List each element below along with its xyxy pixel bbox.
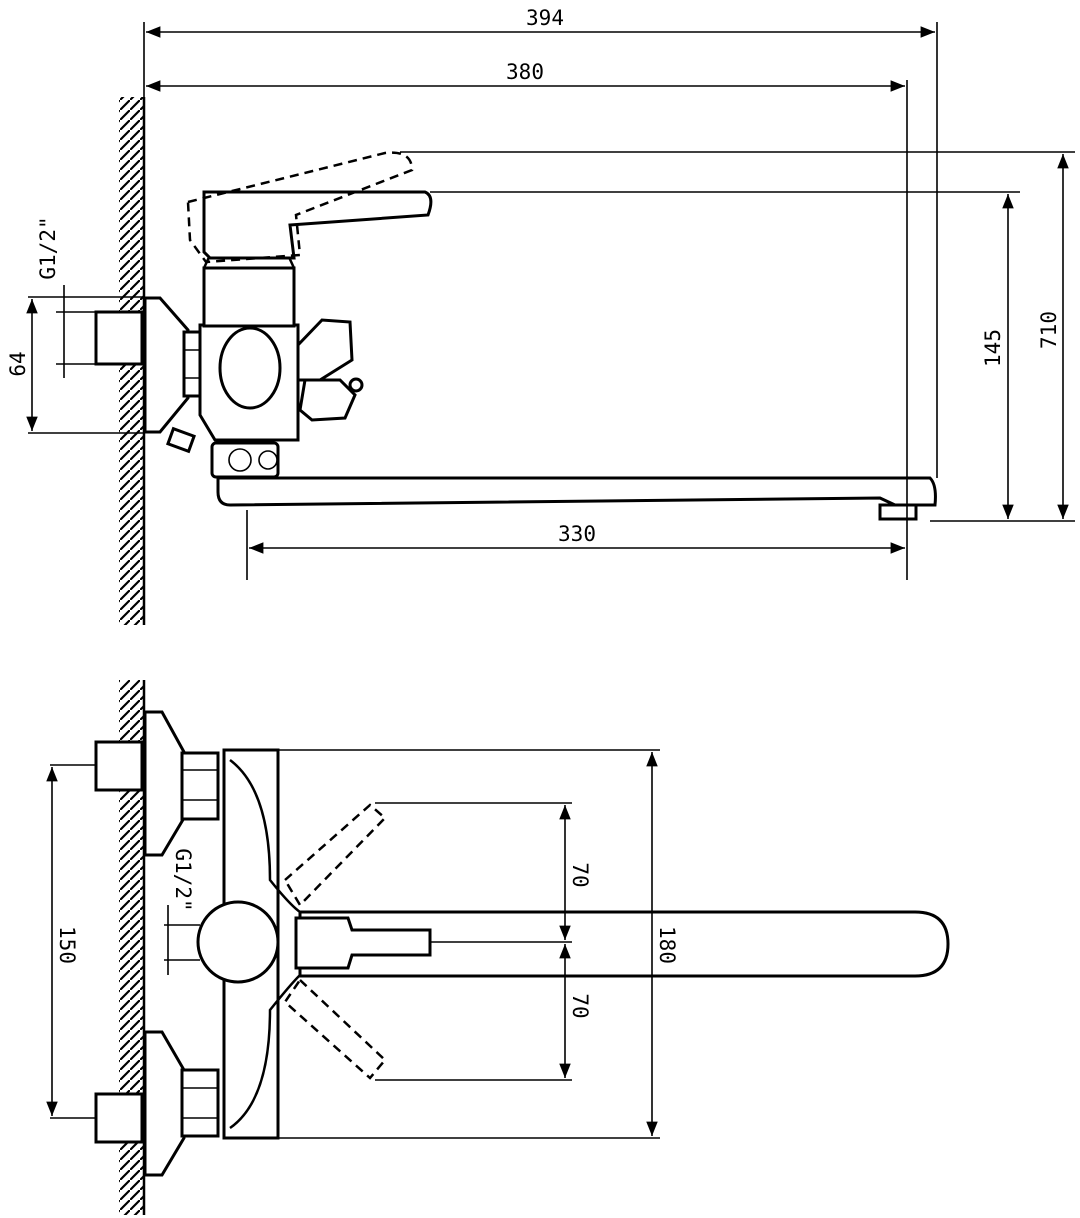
- side-view: 394 380 330 710 145 64 G1/2": [6, 6, 1075, 625]
- dim-64-label: 64: [6, 351, 30, 376]
- flange-lower: [143, 1030, 186, 1177]
- spout-side: [216, 476, 937, 507]
- dim-180-label: 180: [655, 926, 679, 964]
- inlet-pipe-lower: [94, 1092, 144, 1144]
- flange-upper: [143, 710, 186, 857]
- dim-330-label: 330: [558, 522, 596, 546]
- dim-710-label: 710: [1037, 311, 1061, 349]
- diverter-switch-side: [296, 318, 354, 382]
- aerator-side: [878, 503, 918, 521]
- dim-394-label: 394: [526, 6, 564, 30]
- lever-swing-up-dashed: [283, 803, 387, 908]
- dim-70-lower-label: 70: [568, 993, 592, 1018]
- dim-145-label: 145: [981, 329, 1005, 367]
- wall-flange-side: [143, 296, 190, 434]
- drain-plug-side: [166, 426, 196, 454]
- nut-upper: [180, 751, 220, 821]
- body-cap-side: [218, 326, 282, 410]
- lever-swing-down-dashed: [283, 978, 387, 1080]
- spout-top: [298, 910, 950, 978]
- top-view: 150 180 70 70 G1/2": [46, 680, 950, 1215]
- dim-150-label: 150: [55, 926, 79, 964]
- lever-handle-side: [202, 190, 433, 260]
- lever-handle-top: [294, 916, 432, 970]
- nut-lower: [180, 1068, 220, 1138]
- lever-raised-dashed: [186, 151, 414, 264]
- cartridge-housing: [202, 266, 296, 328]
- inlet-pipe-upper: [94, 740, 144, 792]
- dim-70-upper-label: 70: [568, 862, 592, 887]
- dim-380-label: 380: [506, 60, 544, 84]
- thread-side-label: G1/2": [36, 216, 60, 279]
- spout-nut-side: [210, 441, 280, 479]
- body-cap-top: [196, 900, 280, 984]
- inlet-pipe-side: [94, 310, 144, 366]
- thread-top-label: G1/2": [171, 848, 195, 911]
